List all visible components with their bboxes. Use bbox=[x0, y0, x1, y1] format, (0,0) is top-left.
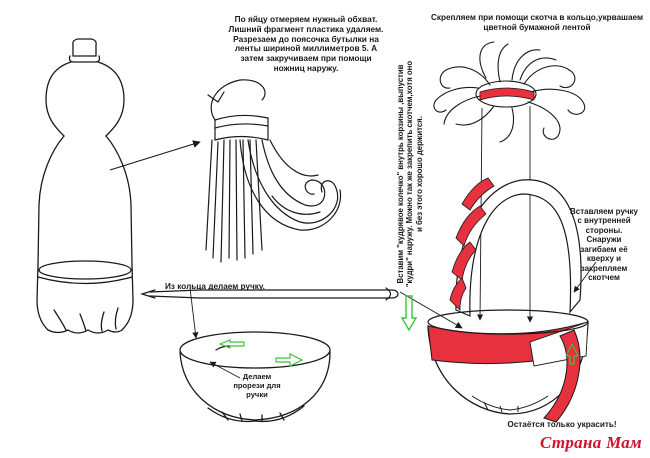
finished-basket-bowl bbox=[427, 309, 589, 423]
slits-pointer bbox=[209, 361, 241, 379]
decorate-caption: Остаётся только украсить! bbox=[507, 420, 617, 429]
handle-caption-arrow bbox=[573, 261, 597, 293]
basket-handle bbox=[449, 177, 582, 317]
cut-strips-caption: По яйцу отмеряем нужный обхват. Лишний ф… bbox=[228, 14, 384, 73]
ring-ribbon bbox=[479, 87, 535, 101]
green-up-arrow bbox=[565, 342, 579, 365]
curly-ring-drawing bbox=[433, 41, 586, 143]
bowl-drawing bbox=[179, 331, 331, 423]
site-watermark: Страна Мам bbox=[539, 433, 642, 452]
insert-curly-caption: Вставим "кудрявое колечко" внутрь корзин… bbox=[396, 60, 424, 288]
tape-ring-caption: Скрепляем при помощи скотча в кольцо,укр… bbox=[430, 13, 644, 32]
handle-to-basket-arrow bbox=[399, 291, 463, 329]
bottle-to-strips-arrow bbox=[109, 140, 201, 171]
green-down-arrow bbox=[400, 295, 418, 332]
handle-from-ring-caption: Из кольца делаем ручку. bbox=[165, 282, 265, 291]
cut-strips-drawing bbox=[205, 79, 342, 263]
handle-strip-drawing bbox=[139, 287, 399, 301]
strip-to-bowl-arrow bbox=[189, 287, 199, 339]
slits-caption: Делаем прорези для ручки bbox=[233, 372, 281, 399]
green-slit-arrows bbox=[218, 339, 304, 367]
bottle-drawing bbox=[36, 38, 134, 334]
insert-handle-caption: Вставляем ручку с внутренней стороны. Сн… bbox=[570, 207, 638, 283]
